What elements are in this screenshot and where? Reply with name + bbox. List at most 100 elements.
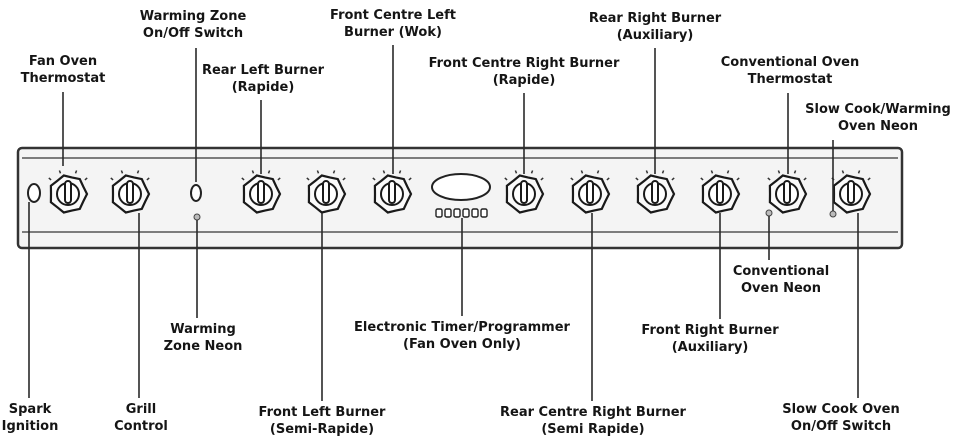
label-line: Slow Cook/Warming [805, 102, 951, 117]
label-line: On/Off Switch [142, 26, 244, 41]
knob-index-mark [74, 170, 78, 174]
knob-index-mark [277, 177, 281, 181]
timer-display [431, 173, 491, 201]
label-line: Rear Centre Right Burner [500, 405, 686, 420]
knob-grip [783, 180, 791, 204]
knob-index-mark [857, 170, 861, 174]
knob-index-mark [700, 177, 704, 181]
knob-index-mark [726, 170, 730, 174]
knob-index-mark [514, 170, 518, 174]
label-front-centre-left-burner: Front Centre Left Burner (Wok) [330, 7, 456, 41]
label-line: (Semi-Rapide) [269, 422, 375, 437]
label-fan-oven-thermostat: Fan Oven Thermostat [21, 53, 106, 87]
label-grill-control: Grill Control [114, 401, 168, 435]
knob-index-mark [767, 177, 771, 181]
spark-ignition-button[interactable] [27, 183, 41, 203]
warming-zone-switch[interactable] [190, 184, 202, 202]
knob-index-mark [84, 177, 88, 181]
knob-index-mark [342, 177, 346, 181]
knob-index-mark [251, 170, 255, 174]
label-line: Thermostat [747, 72, 833, 87]
label-line: Ignition [1, 419, 59, 434]
knob-index-mark [332, 170, 336, 174]
label-conventional-oven-thermostat: Conventional Oven Thermostat [721, 54, 859, 88]
label-front-left-burner: Front Left Burner (Semi-Rapide) [259, 404, 386, 438]
timer-button[interactable] [435, 208, 443, 218]
label-line: Spark [8, 402, 52, 417]
knob-index-mark [803, 177, 807, 181]
knob-index-mark [382, 170, 386, 174]
warming-zone-neon [193, 213, 201, 221]
timer-button[interactable] [480, 208, 488, 218]
label-rear-left-burner: Rear Left Burner (Rapide) [202, 62, 324, 96]
label-warming-zone-switch: Warming Zone On/Off Switch [140, 8, 247, 42]
timer-button[interactable] [471, 208, 479, 218]
label-line: Conventional Oven [720, 55, 860, 70]
knob-index-mark [793, 170, 797, 174]
timer-button[interactable] [444, 208, 452, 218]
label-warming-zone-neon: Warming Zone Neon [164, 321, 243, 355]
label-line: Zone Neon [163, 339, 243, 354]
label-line: Front Right Burner [641, 323, 779, 338]
knob-index-mark [372, 177, 376, 181]
knob-grip [716, 180, 724, 204]
label-line: Burner (Wok) [344, 25, 442, 40]
front-centre-left-burner-knob[interactable] [372, 170, 413, 214]
knob-index-mark [120, 170, 124, 174]
front-centre-right-burner-knob[interactable] [504, 170, 545, 214]
timer-button[interactable] [462, 208, 470, 218]
knob-index-mark [540, 177, 544, 181]
knob-grip [257, 180, 265, 204]
grill-control-knob[interactable] [110, 170, 151, 214]
knob-index-mark [306, 177, 310, 181]
knob-index-mark [58, 170, 62, 174]
label-line: (Semi Rapide) [541, 422, 645, 437]
conventional-oven-thermostat-knob[interactable] [767, 170, 808, 214]
label-line: Fan Oven [28, 54, 98, 69]
label-line: Electronic Timer/Programmer [354, 320, 570, 335]
panel-features [27, 173, 837, 221]
knob-index-mark [635, 177, 639, 181]
knob-index-mark [671, 177, 675, 181]
label-slow-cook-switch: Slow Cook Oven On/Off Switch [782, 401, 899, 435]
knob-index-mark [110, 177, 114, 181]
label-line: Front Centre Left [330, 8, 456, 23]
knob-index-mark [398, 170, 402, 174]
rear-centre-right-burner-knob[interactable] [570, 170, 611, 214]
knob-index-mark [841, 170, 845, 174]
knob-grip [651, 180, 659, 204]
knob-index-mark [570, 177, 574, 181]
front-left-burner-knob[interactable] [306, 170, 347, 214]
knob-grip [520, 180, 528, 204]
knob-index-mark [146, 177, 150, 181]
slow-cook-switch-knob[interactable] [831, 170, 872, 214]
label-line: Rear Left Burner [201, 63, 325, 78]
knob-grip [847, 180, 855, 204]
label-rear-right-burner: Rear Right Burner (Auxiliary) [589, 10, 721, 44]
knob-index-mark [504, 177, 508, 181]
label-spark-ignition: Spark Ignition [2, 401, 59, 435]
label-line: Control [114, 419, 168, 434]
fan-oven-thermostat-knob[interactable] [48, 170, 89, 214]
label-line: (Fan Oven Only) [403, 337, 521, 352]
rear-left-burner-knob[interactable] [241, 170, 282, 214]
knob-grip [586, 180, 594, 204]
knobs [48, 170, 872, 214]
knob-index-mark [710, 170, 714, 174]
label-front-right-burner: Front Right Burner (Auxiliary) [641, 322, 778, 356]
label-line: (Rapide) [231, 80, 295, 95]
label-line: (Rapide) [492, 73, 556, 88]
label-line: Oven Neon [740, 281, 822, 296]
timer-button[interactable] [453, 208, 461, 218]
label-line: Grill [125, 402, 157, 417]
knob-index-mark [661, 170, 665, 174]
rear-right-burner-knob[interactable] [635, 170, 676, 214]
front-right-burner-knob[interactable] [700, 170, 741, 214]
knob-grip [388, 180, 396, 204]
knob-index-mark [580, 170, 584, 174]
conventional-oven-neon [765, 209, 773, 217]
slow-cook-warming-neon [829, 210, 837, 218]
knob-grip [322, 180, 330, 204]
label-line: Oven Neon [837, 119, 918, 134]
